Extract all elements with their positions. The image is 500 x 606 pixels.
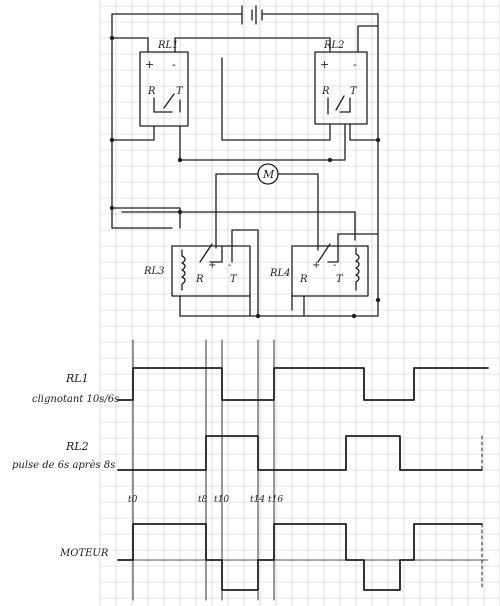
rl2-waveform xyxy=(117,435,483,471)
bottom-wires xyxy=(179,295,379,317)
mid-wires xyxy=(111,207,356,241)
rl3-coil xyxy=(181,249,186,291)
time-label-t0: t0 xyxy=(128,495,138,505)
rl4-t: T xyxy=(336,274,344,285)
battery-symbol xyxy=(237,5,263,25)
rl3-t: T xyxy=(230,274,238,285)
rl3-switch xyxy=(199,229,259,317)
moteur-timing-name: MOTEUR xyxy=(59,548,109,559)
motor-wires xyxy=(215,173,319,251)
rl1-timing-desc: clignotant 10s/6s xyxy=(32,394,119,405)
rl2-r: R xyxy=(321,86,330,97)
time-label-t14: t14 xyxy=(250,495,265,505)
rl1-waveform xyxy=(117,367,489,401)
rl2-contact xyxy=(327,95,351,115)
rl3-plus: + xyxy=(208,260,216,271)
time-label-t16: t16 xyxy=(268,495,283,505)
circuit-labels: RL1 RL2 RL3 RL4 + - R T + - R T + - R T … xyxy=(143,40,358,285)
rl3-minus: - xyxy=(228,260,232,271)
grid-paper xyxy=(99,0,500,606)
rl2-t: T xyxy=(350,86,358,97)
moteur-waveform xyxy=(117,523,483,591)
rl4-switch xyxy=(317,233,379,263)
timing-diagram: RL1 clignotant 10s/6s RL2 pulse de 6s ap… xyxy=(12,339,489,601)
rl1-label: RL1 xyxy=(157,40,179,51)
rl1-r: R xyxy=(147,86,156,97)
rl4-r: R xyxy=(299,274,308,285)
rl1-contact xyxy=(153,93,181,113)
rl3-label: RL3 xyxy=(143,266,165,277)
rl2-timing-name: RL2 xyxy=(65,440,89,453)
rl2-minus: - xyxy=(353,58,357,71)
rl2-wires xyxy=(221,25,379,141)
rl2-label: RL2 xyxy=(323,40,345,51)
rl3-r: R xyxy=(195,274,204,285)
rl2-plus: + xyxy=(320,58,329,71)
time-label-t10: t10 xyxy=(214,495,229,505)
rl1-timing-name: RL1 xyxy=(65,372,89,385)
frame-wire xyxy=(111,13,379,301)
junction-dots xyxy=(109,35,381,319)
rl1-t: T xyxy=(176,86,184,97)
rl4-minus: - xyxy=(333,260,337,271)
rl1-wires xyxy=(111,37,346,161)
rl2-timing-desc: pulse de 6s après 8s xyxy=(12,460,115,471)
rl4-label: RL4 xyxy=(269,268,291,279)
rl1-plus: + xyxy=(145,58,154,71)
rl4-coil xyxy=(355,247,360,291)
motor-label: M xyxy=(262,168,275,181)
rl4-plus: + xyxy=(312,260,320,271)
rl4-box xyxy=(291,245,369,297)
circuit-diagram xyxy=(109,5,381,319)
rl2-box xyxy=(314,51,368,125)
rl1-box xyxy=(139,51,189,127)
time-label-t8: t8 xyxy=(198,495,208,505)
rl1-minus: - xyxy=(172,58,176,71)
